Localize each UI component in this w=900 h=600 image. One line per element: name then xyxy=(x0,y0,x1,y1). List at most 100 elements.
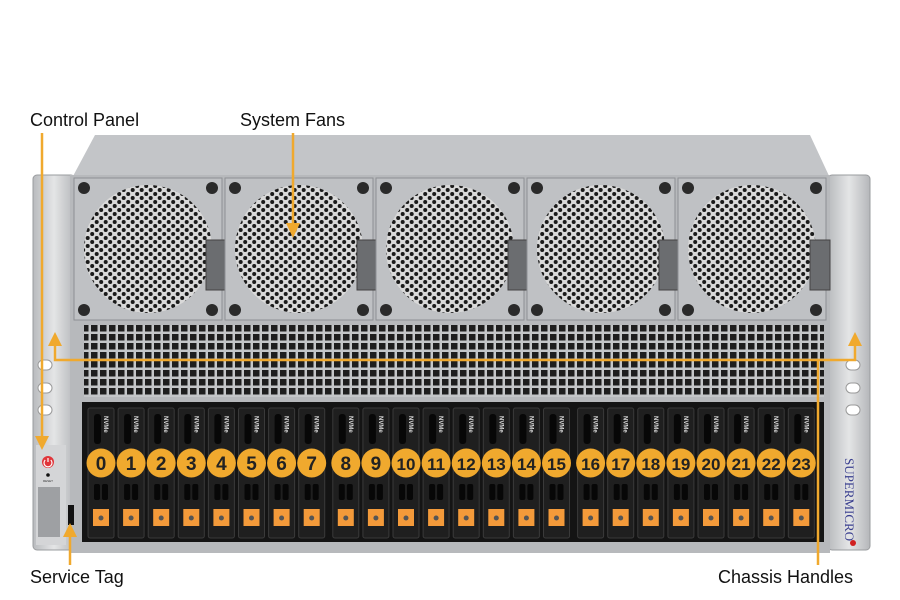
drive-number-badge xyxy=(451,448,481,478)
drive-number-badge xyxy=(542,448,571,478)
drive-bay-11[interactable]: NVMe 11 xyxy=(421,407,451,539)
drive-bay-18[interactable]: NVMe 18 xyxy=(636,407,666,539)
drive-number-badge xyxy=(786,448,816,478)
drive-number: 13 xyxy=(487,455,506,474)
drive-bay-22[interactable]: NVMe 22 xyxy=(756,407,786,539)
nvme-label: NVMe xyxy=(742,416,748,433)
drive-number: 7 xyxy=(306,454,317,475)
drive-number: 14 xyxy=(517,455,536,474)
drive-number: 20 xyxy=(702,455,721,474)
drive-number-badge xyxy=(756,448,786,478)
drive-bay-17[interactable]: NVMe 17 xyxy=(606,407,636,539)
drive-number-badge xyxy=(511,448,541,478)
drive-number-badge xyxy=(146,448,176,478)
system-fan[interactable] xyxy=(677,177,831,321)
drive-bay-12[interactable]: NVMe 12 xyxy=(451,407,481,539)
drive-number: 17 xyxy=(611,455,630,474)
nvme-label: NVMe xyxy=(283,416,289,433)
reset-label: RESET xyxy=(43,479,53,483)
drive-number-badge xyxy=(481,448,511,478)
drive-bay-16[interactable]: NVMe 16 xyxy=(576,407,606,539)
drive-number: 3 xyxy=(186,454,197,475)
drive-bay-0[interactable]: NVMe 0 xyxy=(86,407,116,539)
nvme-label: NVMe xyxy=(467,416,473,433)
nvme-label: NVMe xyxy=(222,416,228,433)
drive-number: 11 xyxy=(427,455,445,474)
drive-bay-13[interactable]: NVMe 13 xyxy=(481,407,511,539)
drive-number-badge xyxy=(361,448,391,478)
nvme-label: NVMe xyxy=(622,416,628,433)
nvme-label: NVMe xyxy=(652,416,658,433)
nvme-label: NVMe xyxy=(437,416,443,433)
drive-number: 8 xyxy=(341,454,352,475)
drive-number: 19 xyxy=(671,455,690,474)
drive-bay-14[interactable]: NVMe 14 xyxy=(511,407,541,539)
drive-number: 12 xyxy=(457,455,476,474)
drive-number-badge xyxy=(726,448,756,478)
fan-handle[interactable] xyxy=(356,239,378,291)
drive-bay-9[interactable]: NVMe 9 xyxy=(361,407,391,539)
drive-bay-20[interactable]: NVMe 20 xyxy=(696,407,726,539)
drive-bay-15[interactable]: NVMe 15 xyxy=(542,407,571,539)
nvme-label: NVMe xyxy=(712,416,718,433)
nvme-label: NVMe xyxy=(772,416,778,433)
drive-number: 9 xyxy=(371,454,382,475)
drive-number: 0 xyxy=(96,454,107,475)
nvme-label: NVMe xyxy=(592,416,598,433)
drive-number-badge xyxy=(576,448,606,478)
drive-number: 16 xyxy=(581,455,600,474)
drive-number: 5 xyxy=(246,454,257,475)
chassis-top xyxy=(72,135,830,178)
drive-number-badge xyxy=(421,448,451,478)
system-fan[interactable] xyxy=(526,177,680,321)
nvme-label: NVMe xyxy=(802,416,808,433)
drive-number: 4 xyxy=(216,454,227,475)
drive-number: 22 xyxy=(762,455,781,474)
fan-handle[interactable] xyxy=(507,239,529,291)
arrow-left-handle xyxy=(48,332,62,346)
control-panel-label: Control Panel xyxy=(30,110,140,130)
nvme-label: NVMe xyxy=(527,416,533,433)
nvme-label: NVMe xyxy=(102,416,108,433)
drive-number: 15 xyxy=(547,455,566,474)
system-fan[interactable] xyxy=(224,177,378,321)
fan-handle[interactable] xyxy=(809,239,831,291)
reset-button[interactable] xyxy=(46,473,50,477)
drive-number-badge xyxy=(206,448,236,478)
drive-number-badge xyxy=(176,448,206,478)
fan-handle[interactable] xyxy=(205,239,227,291)
drive-number: 18 xyxy=(641,455,660,474)
service-tag[interactable] xyxy=(68,505,74,525)
drive-number-badge xyxy=(391,448,421,478)
drive-number-badge xyxy=(606,448,636,478)
service-tag-label: Service Tag xyxy=(30,567,124,587)
fan-handle[interactable] xyxy=(658,239,680,291)
drive-number: 10 xyxy=(397,455,416,474)
nvme-label: NVMe xyxy=(497,416,503,433)
arrow-system-fans xyxy=(286,223,300,238)
nvme-label: NVMe xyxy=(377,416,383,433)
nvme-label: NVMe xyxy=(558,416,564,433)
arrow-control-panel xyxy=(35,436,49,450)
drive-bay-4[interactable]: NVMe 4 xyxy=(206,407,236,539)
drive-number: 2 xyxy=(156,454,167,475)
system-fan[interactable] xyxy=(375,177,529,321)
drive-number-badge xyxy=(297,448,327,478)
arrow-service-tag xyxy=(63,523,77,537)
drive-number-badge xyxy=(267,448,297,478)
led-panel xyxy=(38,487,60,537)
drive-number-badge xyxy=(331,448,361,478)
system-fan[interactable] xyxy=(73,177,227,321)
